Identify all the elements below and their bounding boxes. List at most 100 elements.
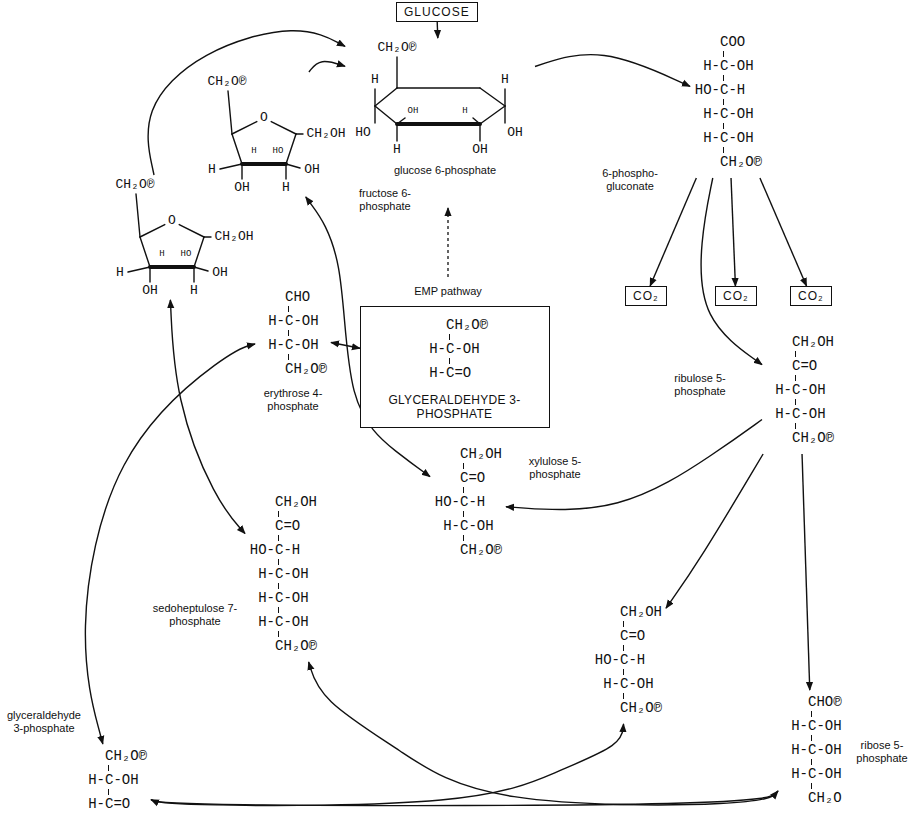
formula-row: H-C-OH	[703, 106, 753, 122]
box-label: CO₂	[633, 289, 659, 303]
compound-name: 6-phospho- gluconate	[594, 167, 666, 193]
bond-line	[179, 225, 204, 237]
formula-row: CH₂O	[808, 790, 842, 806]
bond-line	[795, 375, 796, 381]
bond-line	[232, 134, 242, 164]
box-label: GLYCERALDEHYDE 3-PHOSPHATE	[370, 393, 540, 421]
bond-line	[140, 225, 165, 237]
atom-label: H	[501, 73, 509, 87]
bond-line	[623, 693, 624, 699]
reaction-arrow	[760, 178, 807, 286]
reaction-arrow	[309, 662, 778, 805]
reaction-arrow	[151, 724, 624, 805]
atom-label: H	[282, 181, 290, 195]
fischer-structure: CH₂OHC=OHO-C-HH-C-OHCH₂O℗	[590, 600, 666, 724]
reaction-arrow	[170, 300, 245, 534]
reaction-arrow	[85, 344, 255, 744]
atom-label: H	[393, 143, 401, 157]
bond-line	[479, 124, 480, 141]
formula-row: HO-C-H	[595, 652, 645, 668]
formula-row: H-C-OH	[703, 130, 753, 146]
bond-line	[375, 106, 397, 124]
ring-structure: CH₂O℗OCH₂OHHHHOOHOHH	[100, 175, 235, 300]
bond-line	[723, 147, 724, 153]
compound-name: ribose 5-phosphate	[849, 739, 915, 765]
formula-row: CH₂OH	[792, 334, 834, 350]
compound-name: fructose 6-phosphate	[345, 187, 425, 213]
formula-row: C=O	[620, 628, 645, 644]
bond-line	[288, 330, 289, 336]
atom-label: H	[190, 284, 198, 298]
bond-line	[463, 463, 464, 469]
formula-row: CH₂OH	[275, 494, 317, 510]
formula-row: C=O	[460, 470, 485, 486]
formula-row: CH₂O℗	[792, 430, 834, 446]
reaction-arrow	[650, 178, 696, 286]
bond-line	[288, 354, 289, 360]
atom-label: HO	[181, 250, 192, 259]
compound-name: sedoheptulose 7-phosphate	[149, 602, 241, 628]
formula-row: CHO℗	[808, 694, 842, 710]
bond-line	[220, 164, 242, 169]
atom-label: H	[371, 73, 379, 87]
bond-line	[723, 99, 724, 105]
formula-row: H-C-OH	[268, 337, 318, 353]
fischer-structure: COOH-C-OHHO-C-HH-C-OHH-C-OHCH₂O℗6-phosph…	[690, 30, 766, 178]
bond-line	[397, 118, 405, 124]
bond-line	[232, 122, 257, 134]
atom-label: O	[260, 111, 268, 125]
formula-row: H-C-OH	[703, 58, 753, 74]
formula-row: C=O	[792, 358, 817, 374]
formula-row: HO-C-H	[250, 542, 300, 558]
formula-row: CH₂O℗	[620, 700, 662, 716]
bond-line	[811, 735, 812, 741]
reaction-arrow	[151, 791, 778, 806]
bond-line	[150, 265, 194, 269]
bond-line	[397, 122, 480, 126]
formula-row: HO-C-H	[435, 494, 485, 510]
formula-row: H-C-OH	[258, 590, 308, 606]
pathway-label: EMP pathway	[412, 285, 484, 298]
bond-line	[278, 559, 279, 565]
atom-label: CH₂O℗	[115, 178, 154, 192]
formula-row: H-C-OH	[443, 518, 493, 534]
bond-line	[723, 51, 724, 57]
bond-line	[278, 631, 279, 637]
reaction-arrow	[437, 22, 439, 38]
bond-line	[449, 358, 450, 364]
emp-arrow	[447, 208, 448, 277]
bond-line	[288, 306, 289, 312]
formula-row: CH₂O℗	[285, 361, 327, 377]
compound-name: glucose 6-phosphate	[380, 164, 510, 177]
bond-line	[241, 164, 242, 179]
reaction-arrow	[701, 178, 762, 365]
reaction-arrow	[666, 454, 763, 608]
bond-line	[271, 122, 296, 134]
bond-line	[286, 164, 300, 168]
bond-line	[811, 759, 812, 765]
formula-row: H-C-OH	[775, 382, 825, 398]
ring-structure: CH₂O℗HOHHHHOOHHOHglucose 6-phosphate	[345, 38, 535, 158]
bond-line	[278, 535, 279, 541]
bond-line	[723, 75, 724, 81]
formula-row: H-C-OH	[791, 718, 841, 734]
formula-row: CHO	[285, 289, 310, 305]
bond-line	[242, 162, 286, 166]
atom-label: HO	[355, 126, 371, 140]
reaction-arrow	[309, 62, 345, 72]
formula-row: H-C-OH	[775, 406, 825, 422]
compound-name: erythrose 4-phosphate	[253, 387, 333, 413]
formula-row: C=O	[275, 518, 300, 534]
compound-name: glyceraldehyde 3-phosphate	[3, 709, 85, 735]
bond-line	[463, 511, 464, 517]
atom-label: CH₂OH	[306, 127, 345, 141]
start-box: GLUCOSE	[396, 2, 478, 22]
bond-line	[278, 511, 279, 517]
bond-line	[504, 89, 505, 106]
bond-line	[128, 267, 150, 272]
compound-name: xylulose 5-phosphate	[515, 455, 595, 481]
atom-label: O	[168, 214, 176, 228]
formula-row: H-C=O	[429, 365, 471, 381]
formula-row: H-C-OH	[791, 742, 841, 758]
